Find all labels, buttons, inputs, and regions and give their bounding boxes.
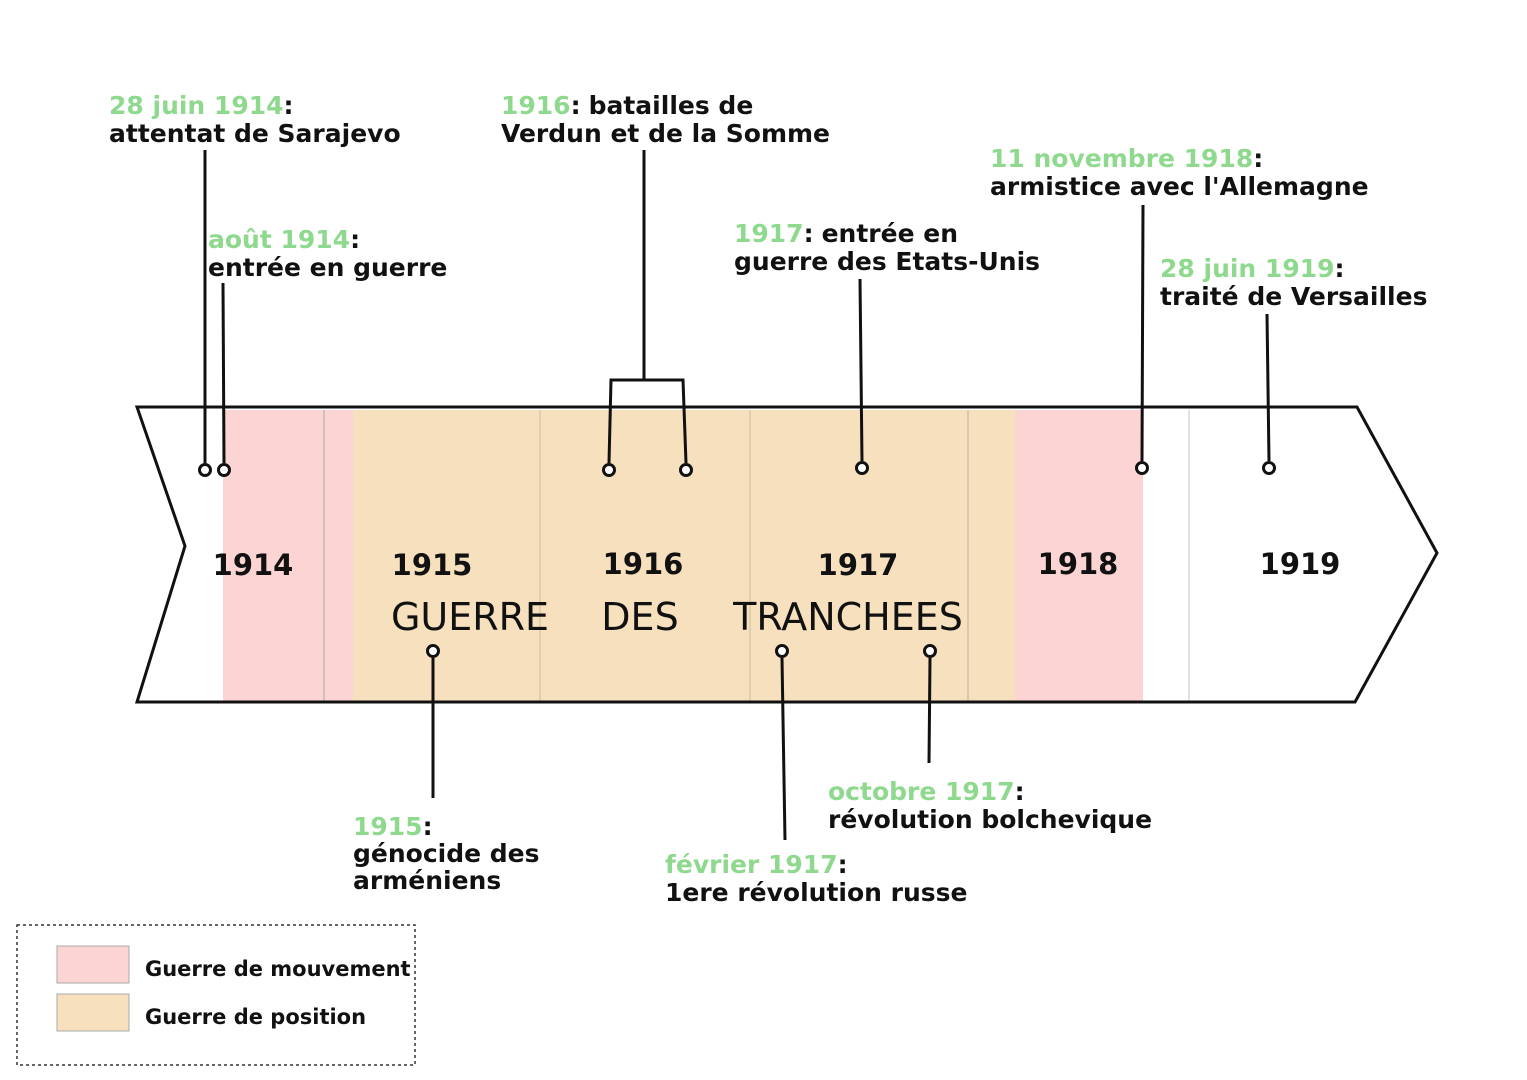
year-label-1917: 1917	[818, 548, 899, 582]
year-label-1914: 1914	[213, 548, 294, 582]
event-date: février 1917	[665, 850, 838, 879]
event-colon: :	[423, 812, 433, 841]
event-marker	[1262, 461, 1276, 475]
svg-text:28 juin 1919:: 28 juin 1919:	[1160, 254, 1345, 283]
band-movement-1914	[223, 410, 353, 701]
event-text: 1ere révolution russe	[665, 878, 968, 907]
event-colon: :	[1253, 144, 1263, 173]
legend: Guerre de mouvement Guerre de position	[16, 924, 416, 1066]
svg-text:1916:batailles de: 1916: batailles de	[501, 91, 753, 120]
connector-line	[221, 282, 226, 464]
event-colon: :	[350, 225, 360, 254]
connector-line	[780, 657, 787, 841]
band-position	[353, 410, 1015, 701]
event-text: Verdun et de la Somme	[501, 119, 830, 148]
event-marker	[198, 463, 212, 477]
event-verdun-somme: 1916: batailles de Verdun et de la Somme	[501, 91, 830, 477]
connector-line	[858, 278, 864, 462]
svg-text:février 1917:: février 1917:	[665, 850, 848, 879]
event-colon: :	[571, 91, 581, 120]
legend-label-movement: Guerre de mouvement	[145, 957, 411, 981]
svg-text:octobre 1917:: octobre 1917:	[828, 777, 1025, 806]
event-colon: :	[1015, 777, 1025, 806]
event-text: traité de Versailles	[1160, 282, 1427, 311]
event-colon: :	[804, 219, 814, 248]
event-genocide: 1915: génocide des arméniens	[353, 644, 540, 895]
event-etats-unis: 1917: entrée en guerre des Etats-Unis	[734, 219, 1040, 475]
event-text: révolution bolchevique	[828, 805, 1152, 834]
event-text: batailles de	[589, 91, 754, 120]
year-label-1916: 1916	[603, 547, 684, 581]
event-revolution-russe: février 1917: 1ere révolution russe	[665, 644, 968, 907]
bracket-connector	[607, 378, 688, 464]
tranchees-word-3: TRANCHEES	[732, 595, 963, 639]
year-label-1918: 1918	[1038, 547, 1119, 581]
event-text: arméniens	[353, 866, 501, 895]
event-colon: :	[838, 850, 848, 879]
svg-text:11 novembre 1918:: 11 novembre 1918:	[990, 144, 1263, 173]
tranchees-word-2: DES	[601, 595, 678, 639]
year-label-1915: 1915	[392, 548, 473, 582]
year-label-1919: 1919	[1260, 547, 1341, 581]
svg-text:1915:: 1915:	[353, 812, 433, 841]
event-text: attentat de Sarajevo	[109, 119, 401, 148]
event-text: entrée en	[822, 219, 958, 248]
event-colon: :	[1335, 254, 1345, 283]
event-marker	[923, 644, 937, 658]
connector-line	[927, 657, 932, 764]
event-marker	[855, 461, 869, 475]
event-colon: :	[284, 91, 294, 120]
event-sarajevo: 28 juin 1914: attentat de Sarajevo	[109, 91, 401, 477]
event-text: armistice avec l'Allemagne	[990, 172, 1369, 201]
event-marker	[679, 463, 693, 477]
timeline-arrow	[134, 405, 1439, 704]
event-marker	[1135, 461, 1149, 475]
legend-swatch-movement	[56, 945, 130, 984]
event-date: 28 juin 1914	[109, 91, 284, 120]
legend-swatch-position	[56, 993, 130, 1032]
tranchees-word-1: GUERRE	[391, 595, 549, 639]
event-armistice: 11 novembre 1918: armistice avec l'Allem…	[990, 144, 1369, 475]
event-date: 1915	[353, 812, 423, 841]
event-text: génocide des	[353, 839, 540, 868]
connector-line	[1265, 313, 1271, 462]
event-versailles: 28 juin 1919: traité de Versailles	[1160, 254, 1427, 475]
event-date: 1917	[734, 219, 804, 248]
event-text: entrée en guerre	[208, 253, 447, 282]
event-marker	[602, 463, 616, 477]
event-date: 11 novembre 1918	[990, 144, 1253, 173]
event-date: 28 juin 1919	[1160, 254, 1335, 283]
event-bolchevique: octobre 1917: révolution bolchevique	[828, 644, 1152, 834]
event-entree-guerre: août 1914: entrée en guerre	[208, 225, 447, 477]
event-date: août 1914	[208, 225, 350, 254]
connector-line	[1140, 204, 1145, 462]
event-text: guerre des Etats-Unis	[734, 247, 1040, 276]
svg-text:1917:entrée en: 1917: entrée en	[734, 219, 958, 248]
event-marker	[775, 644, 789, 658]
event-date: octobre 1917	[828, 777, 1015, 806]
band-movement-1918	[1015, 410, 1143, 701]
event-marker	[426, 644, 440, 658]
legend-frame	[16, 924, 416, 1066]
event-marker	[217, 463, 231, 477]
event-date: 1916	[501, 91, 571, 120]
svg-text:28 juin 1914:: 28 juin 1914:	[109, 91, 294, 120]
svg-text:août 1914:: août 1914:	[208, 225, 360, 254]
legend-label-position: Guerre de position	[145, 1005, 366, 1029]
